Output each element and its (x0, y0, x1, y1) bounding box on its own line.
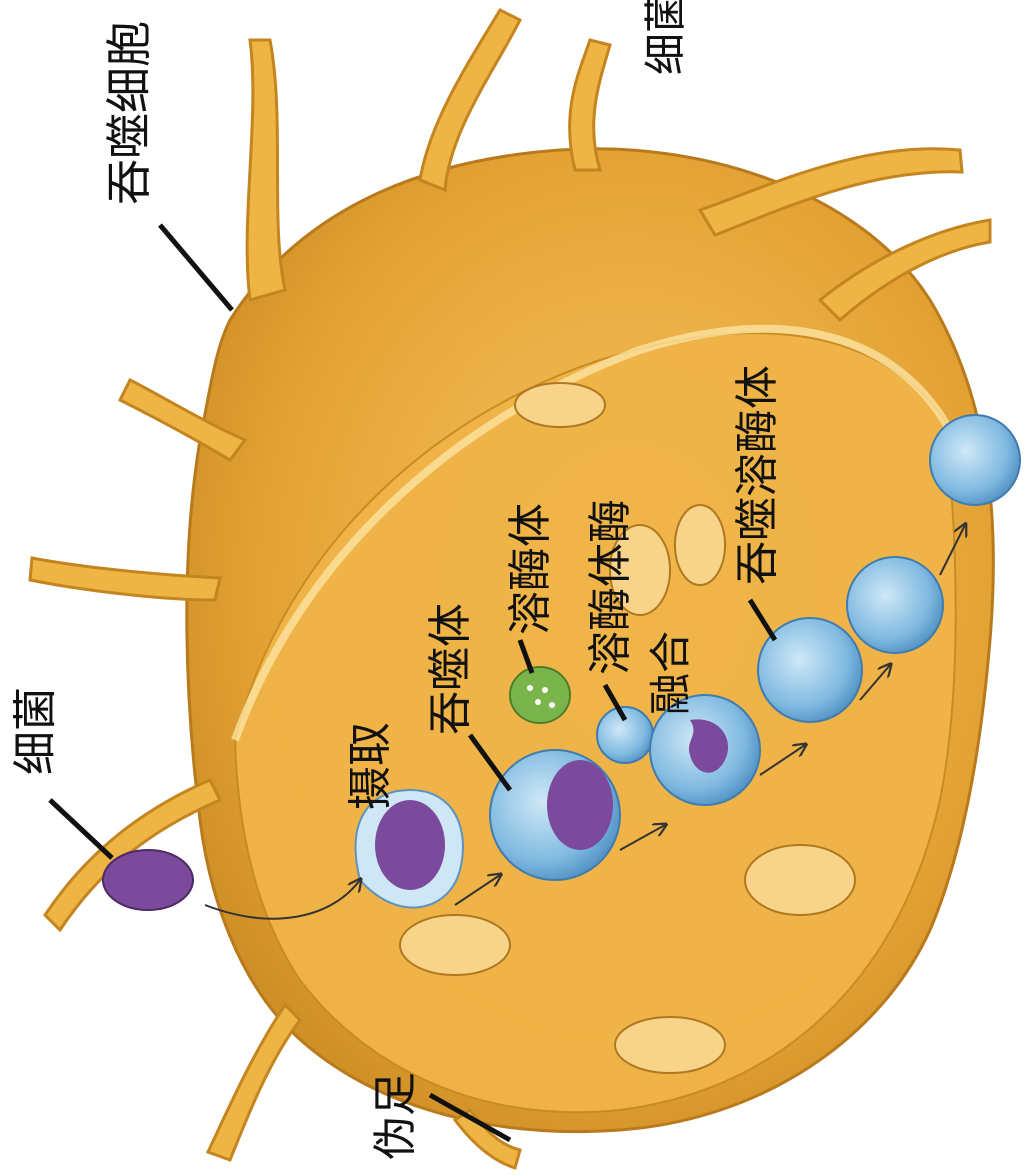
label-lysosome: 溶酶体 (505, 503, 556, 635)
label-phagocyte: 吞噬细胞 (102, 21, 156, 205)
label-uptake: 摄取 (345, 722, 396, 810)
label-phagosome: 吞噬体 (425, 603, 476, 735)
label-bacteria-top: 细菌 (641, 0, 690, 75)
phagosome-vesicle (490, 750, 620, 880)
label-fusion: 融合 (646, 631, 695, 715)
label-bacteria-left: 细菌 (10, 687, 61, 775)
bacterium-outside (103, 850, 193, 910)
label-pseudopod: 伪足 (370, 1072, 421, 1160)
label-phagolysosome: 吞噬溶酶体 (732, 365, 783, 585)
lysosome-vesicle (510, 667, 570, 723)
label-lysosomal-enzyme: 溶酶体酶 (585, 499, 636, 675)
